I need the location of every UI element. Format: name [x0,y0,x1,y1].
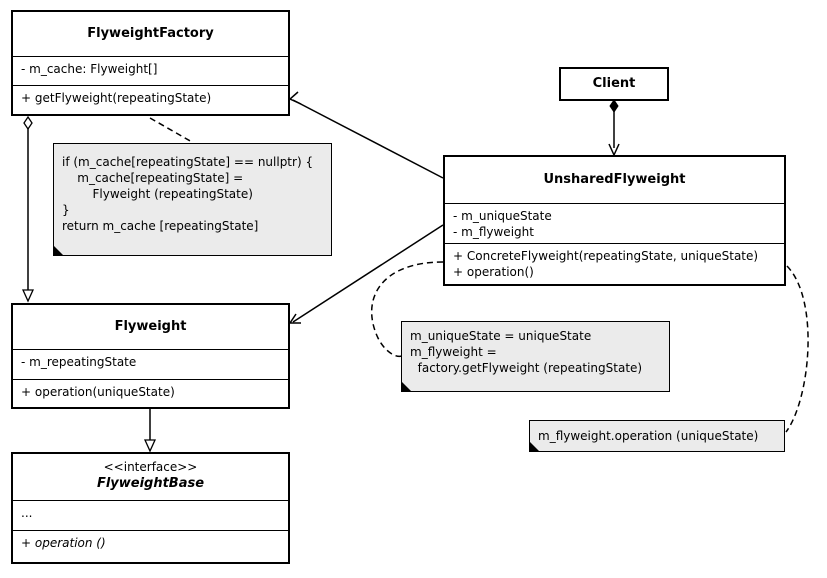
flyweight-class: Flyweight - m_repeatingState + operation… [11,303,290,409]
attribute: - m_repeatingState [21,355,137,369]
client-class: Client [559,67,669,101]
attributes-section: ... [13,500,288,530]
attribute: - m_flyweight [453,225,534,239]
composition-diamond [609,99,619,113]
operations-section: + getFlyweight(repeatingState) [13,85,288,110]
attributes-section: - m_cache: Flyweight[] [13,56,288,85]
operation: + operation(uniqueState) [21,385,175,399]
note-line: } [62,203,70,217]
note-line: m_flyweight.operation (uniqueState) [538,429,759,443]
operations-section: + ConcreteFlyweight(repeatingState, uniq… [445,243,784,284]
note-fold-corner [53,245,64,256]
aggregation-diamond [23,115,33,131]
realization-arrowhead [143,439,157,453]
class-name: UnsharedFlyweight [543,172,686,187]
attribute: - m_cache: Flyweight[] [21,62,158,76]
note-fold-corner [401,381,412,392]
note-line: factory.getFlyweight (repeatingState) [410,361,643,375]
interface-header: <<interface>> FlyweightBase [13,454,288,500]
constructor-note-link [370,261,444,358]
unshared-factory-association [292,99,444,179]
unshared-flyweight-association [292,224,444,323]
attributes-section: - m_repeatingState [13,349,288,379]
stereotype: <<interface>> [103,460,198,474]
operation: + operation () [21,536,106,550]
unshared-factory-arrowhead [288,91,302,105]
operation: + operation() [453,265,534,279]
operations-section: + operation(uniqueState) [13,379,288,404]
note-line: m_flyweight = [410,345,497,359]
note-line: if (m_cache[repeatingState] == nullptr) … [62,155,314,169]
attribute: - m_uniqueState [453,209,552,223]
operation: + ConcreteFlyweight(repeatingState, uniq… [453,249,759,263]
unshared-flyweight-class: UnsharedFlyweight - m_uniqueState - m_fl… [443,155,786,286]
attributes-section: - m_uniqueState - m_flyweight [445,203,784,243]
class-name: Flyweight [114,319,187,334]
class-name: Client [592,76,636,91]
class-name: FlyweightFactory [87,26,214,41]
note-line: m_cache[repeatingState] = [62,171,244,185]
unshared-flyweight-arrowhead [288,313,301,324]
note-fold-corner [529,441,540,452]
attribute: ... [21,506,33,520]
aggregation-arrowhead [21,289,35,303]
class-name: FlyweightBase [96,476,205,491]
factory-note-link [149,117,193,143]
note-line: m_uniqueState = uniqueState [410,329,592,343]
note-line: return m_cache [repeatingState] [62,219,259,233]
flyweight-factory-class: FlyweightFactory - m_cache: Flyweight[] … [11,10,290,116]
flyweight-base-interface: <<interface>> FlyweightBase ... + operat… [11,452,290,564]
factory-code-note: if (m_cache[repeatingState] == nullptr) … [53,143,332,256]
constructor-code-note: m_uniqueState = uniqueState m_flyweight … [401,321,670,392]
operation-code-note: m_flyweight.operation (uniqueState) [529,420,785,452]
operation: + getFlyweight(repeatingState) [21,91,212,105]
operation-note-link [785,265,809,433]
operations-section: + operation () [13,530,288,555]
note-line: Flyweight (repeatingState) [62,187,253,201]
